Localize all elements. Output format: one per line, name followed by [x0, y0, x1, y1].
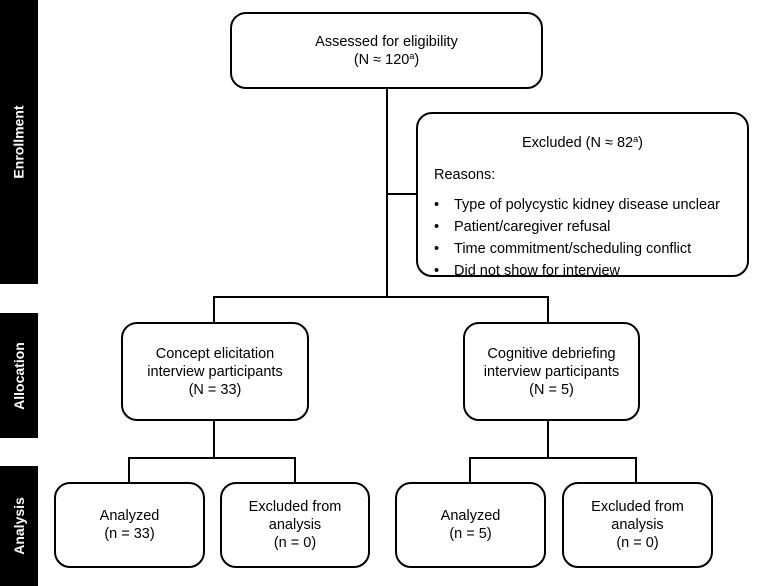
connector-to-excluded	[386, 193, 418, 195]
cognitive-excluded-box: Excluded from analysis (n = 0)	[562, 482, 713, 568]
cognitive-line3: (N = 5)	[529, 381, 574, 398]
excluded-reasons-list: Type of polycystic kidney disease unclea…	[432, 194, 720, 282]
assessed-eligibility-box: Assessed for eligibility (N ≈ 120a)	[230, 12, 543, 89]
connector-to-cognitive-analyzed	[469, 457, 471, 484]
connector-concept-split	[128, 457, 296, 459]
concept-analyzed-box: Analyzed (n = 33)	[54, 482, 205, 568]
concept-excluded-line1: Excluded from	[248, 499, 342, 515]
cognitive-line1: Cognitive debriefing	[487, 345, 616, 362]
cognitive-line2: interview participants	[483, 363, 620, 380]
cognitive-analyzed-line2: (n = 5)	[449, 526, 492, 542]
cognitive-excluded-line3: (n = 0)	[616, 535, 659, 551]
concept-excluded-line2: analysis	[268, 517, 322, 533]
excluded-reason-item: Patient/caregiver refusal	[432, 216, 720, 238]
excluded-title: Excluded (N ≈ 82a)	[522, 134, 643, 152]
cognitive-excluded-line1: Excluded from	[591, 499, 684, 515]
excluded-reasons-label: Reasons:	[434, 167, 496, 183]
cognitive-analyzed-line1: Analyzed	[440, 508, 501, 524]
concept-excluded-line3: (n = 0)	[273, 535, 317, 551]
connector-cognitive-down	[547, 420, 549, 458]
connector-to-cognitive	[547, 296, 549, 324]
connector-to-cognitive-excluded	[635, 457, 637, 484]
stage-label-enrollment: Enrollment	[0, 0, 38, 284]
concept-line3: (N = 33)	[188, 381, 242, 398]
stage-label-analysis: Analysis	[0, 466, 38, 586]
concept-line2: interview participants	[147, 363, 283, 380]
stage-label-analysis-text: Analysis	[11, 497, 27, 555]
connector-concept-down	[213, 420, 215, 458]
cognitive-analyzed-box: Analyzed (n = 5)	[395, 482, 546, 568]
cognitive-debriefing-box: Cognitive debriefing interview participa…	[463, 322, 640, 421]
stage-label-allocation-text: Allocation	[11, 341, 28, 410]
excluded-reason-item: Time commitment/scheduling conflict	[432, 238, 720, 260]
stage-label-enrollment-text: Enrollment	[11, 105, 27, 179]
excluded-reason-item: Type of polycystic kidney disease unclea…	[432, 194, 720, 216]
connector-assessed-down	[386, 88, 388, 297]
connector-to-concept-excluded	[294, 457, 296, 484]
stage-label-allocation: Allocation	[0, 313, 38, 438]
concept-elicitation-box: Concept elicitation interview participan…	[121, 322, 309, 421]
connector-to-concept-analyzed	[128, 457, 130, 484]
concept-analyzed-line1: Analyzed	[99, 508, 160, 524]
excluded-reason-item: Did not show for interview	[432, 260, 720, 282]
concept-line1: Concept elicitation	[155, 345, 275, 362]
connector-allocation-split	[213, 296, 549, 298]
connector-to-concept	[213, 296, 215, 324]
assessed-count: (N ≈ 120a)	[353, 50, 420, 68]
excluded-box: Excluded (N ≈ 82a) Reasons: Type of poly…	[416, 112, 749, 282]
concept-excluded-box: Excluded from analysis (n = 0)	[220, 482, 370, 568]
assessed-title: Assessed for eligibility	[315, 33, 458, 50]
cognitive-excluded-line2: analysis	[611, 517, 664, 533]
concept-analyzed-line2: (n = 33)	[104, 526, 155, 542]
connector-cognitive-split	[469, 457, 637, 459]
